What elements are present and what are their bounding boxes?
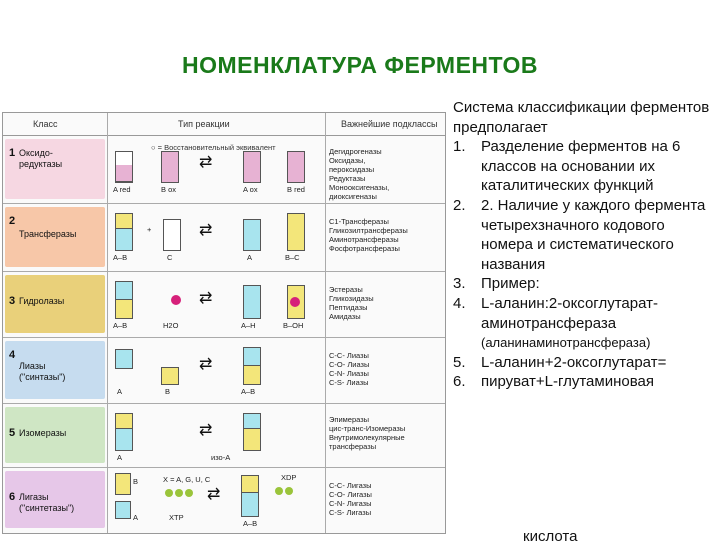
product-label: A–B bbox=[243, 519, 258, 528]
product-label: B–OH bbox=[283, 321, 304, 330]
product-label: A ox bbox=[243, 185, 258, 194]
reversible-arrow-icon: ⇄ bbox=[199, 222, 213, 239]
class-cell: 6 Лигазы ("синтетазы") bbox=[5, 471, 105, 528]
product-label: изо-A bbox=[211, 453, 231, 462]
class-name: Лиазы ("синтазы") bbox=[19, 361, 66, 382]
class-number: 2 bbox=[9, 215, 16, 227]
list-item: 5.L-аланин+2-оксоглутарат= bbox=[453, 353, 667, 371]
product-label: A–H bbox=[241, 321, 256, 330]
nucleotide-label: XDP bbox=[281, 473, 297, 482]
reversible-arrow-icon: ⇄ bbox=[199, 154, 213, 171]
class-cell: 2 Трансферазы bbox=[5, 207, 105, 267]
reactant-label: C bbox=[167, 253, 173, 262]
class-number: 1 bbox=[9, 147, 16, 159]
list-item: 4.L-аланин:2-оксоглутарат-аминотрансфера… bbox=[453, 294, 658, 351]
nucleotide-label: XTP bbox=[169, 513, 184, 522]
class-cell: 3 Гидролазы bbox=[5, 275, 105, 333]
nucleotide-label: X = A, G, U, C bbox=[163, 475, 211, 484]
reactant-label: A bbox=[133, 513, 139, 522]
product-label: A–B bbox=[241, 387, 256, 396]
product-label: A bbox=[247, 253, 253, 262]
class-name: Гидролазы bbox=[19, 296, 65, 306]
reversible-arrow-icon: ⇄ bbox=[199, 356, 213, 373]
class-cell: 4 Лиазы ("синтазы") bbox=[5, 341, 105, 399]
intro-text: Система классификации ферментов предпола… bbox=[453, 99, 710, 136]
class-number: 6 bbox=[9, 491, 16, 503]
class-name: Лигазы ("синтетазы") bbox=[19, 492, 75, 513]
class-cell: 1 Оксидо- редуктазы bbox=[5, 139, 105, 199]
reactant-label: A–B bbox=[113, 253, 128, 262]
class-number: 5 bbox=[9, 427, 16, 439]
table-row: 2 Трансферазы + ⇄ A–B C A B–C C1-Трансфе… bbox=[3, 203, 445, 272]
reactant-label: A red bbox=[113, 185, 131, 194]
class-number: 4 bbox=[9, 349, 16, 361]
slide-title: НОМЕНКЛАТУРА ФЕРМЕНТОВ bbox=[181, 52, 539, 78]
enzyme-classes-table: Класс Тип реакции Важнейшие подклассы ○ … bbox=[2, 112, 446, 534]
reversible-arrow-icon: ⇄ bbox=[199, 290, 213, 307]
list-item: 2.2. Наличие у каждого фермента четырехз… bbox=[453, 196, 706, 273]
classification-text: Система классификации ферментов предпола… bbox=[453, 98, 715, 392]
header-class: Класс bbox=[33, 119, 58, 129]
class-name: Оксидо- редуктазы bbox=[19, 148, 63, 169]
table-row: 4 Лиазы ("синтазы") ⇄ A B A–B C-C- Лиазы… bbox=[3, 337, 445, 404]
reactant-label: B bbox=[165, 387, 171, 396]
table-row: 6 Лигазы ("синтетазы") B A X = A, G, U, … bbox=[3, 467, 445, 532]
table-header: Класс Тип реакции Важнейшие подклассы bbox=[3, 113, 445, 136]
reactant-label: A bbox=[117, 387, 123, 396]
list-item: 1.Разделение ферментов на 6 классов на о… bbox=[453, 138, 681, 195]
list-item: 3.Пример: bbox=[453, 275, 540, 293]
product-label: B–C bbox=[285, 253, 300, 262]
product-label: B red bbox=[287, 185, 305, 194]
cut-off-text: кислота bbox=[523, 528, 578, 545]
class-number: 3 bbox=[9, 295, 16, 307]
equivalent-legend: ○ = Восстановительный эквивалент bbox=[151, 143, 276, 152]
reversible-arrow-icon: ⇄ bbox=[207, 486, 221, 503]
class-cell: 5 Изомеразы bbox=[5, 407, 105, 463]
header-reaction-type: Тип реакции bbox=[178, 119, 230, 129]
reactant-label: B ox bbox=[161, 185, 177, 194]
class-name: Трансферазы bbox=[19, 229, 77, 239]
reactant-label: A–B bbox=[113, 321, 128, 330]
class-name: Изомеразы bbox=[19, 428, 67, 438]
numbered-list: 1.Разделение ферментов на 6 классов на о… bbox=[453, 137, 715, 392]
header-subclasses: Важнейшие подклассы bbox=[341, 119, 438, 129]
reactant-label: H2O bbox=[163, 321, 179, 330]
list-item: 6.пируват+L-глутаминовая bbox=[453, 373, 654, 391]
reactant-label: A bbox=[117, 453, 123, 462]
reactant-label: B bbox=[133, 477, 139, 486]
reversible-arrow-icon: ⇄ bbox=[199, 422, 213, 439]
table-row: 1 Оксидо- редуктазы ⇄ A red B ox A ox B … bbox=[3, 135, 445, 204]
